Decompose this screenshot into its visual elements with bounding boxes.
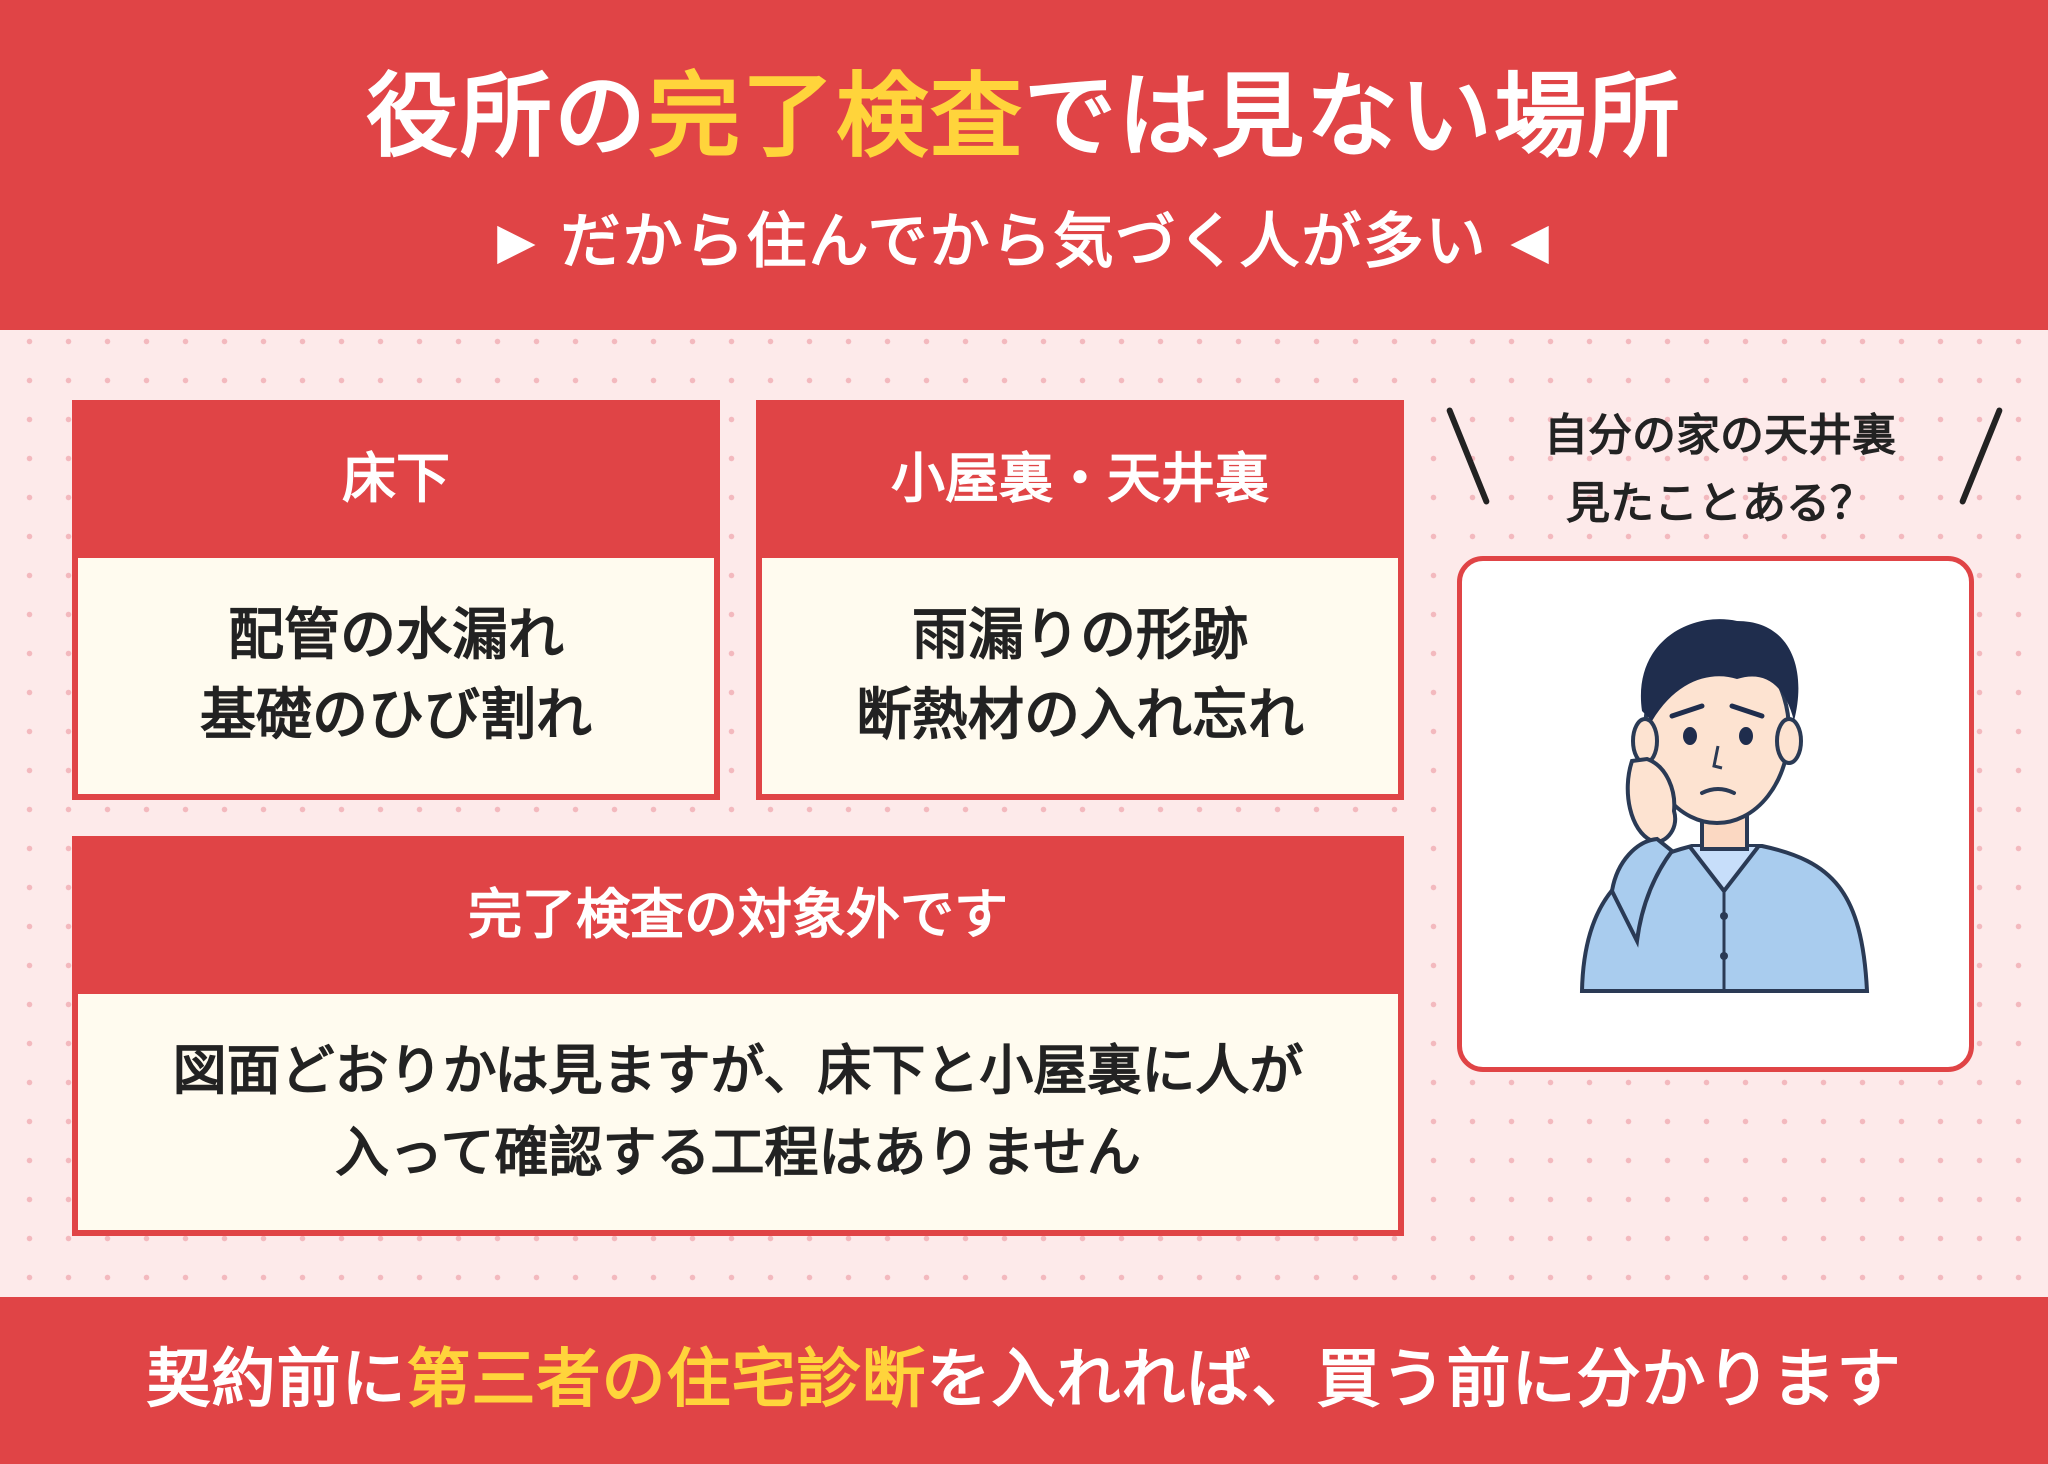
- card-line: 基礎のひび割れ: [200, 683, 592, 748]
- triangle-right-icon: ▶: [497, 212, 538, 270]
- summary-line: 図面どおりかは見ますが、床下と小屋裏に人が: [172, 1039, 1304, 1102]
- subtitle-text: だから住んでから気づく人が多い: [560, 207, 1488, 277]
- header-banner: 役所の完了検査では見ない場所 ▶ だから住んでから気づく人が多い ◀: [0, 0, 2048, 330]
- question-text: 自分の家の天井裏 見たことある？: [1490, 402, 1950, 538]
- hair-shape: [1640, 619, 1799, 721]
- emphasis-slash-right: [1958, 406, 2004, 506]
- card-heading: 小屋裏・天井裏: [891, 447, 1269, 510]
- question-line: 見たことある？: [1566, 478, 1874, 529]
- footer-post: を入れれば、買う前に分かります: [926, 1343, 1902, 1417]
- title-post: では見ない場所: [1024, 63, 1683, 170]
- card-attic: 小屋裏・天井裏 雨漏りの形跡 断熱材の入れ忘れ: [756, 400, 1404, 800]
- card-line: 配管の水漏れ: [228, 603, 564, 668]
- summary-body: 図面どおりかは見ますが、床下と小屋裏に人が 入って確認する工程はありません: [78, 994, 1398, 1230]
- summary-line: 入って確認する工程はありません: [335, 1121, 1141, 1184]
- card-body: 雨漏りの形跡 断熱材の入れ忘れ: [762, 558, 1398, 794]
- footer-banner: 契約前に第三者の住宅診断を入れれば、買う前に分かります: [0, 1297, 2048, 1464]
- card-summary: 完了検査の対象外です 図面どおりかは見ますが、床下と小屋裏に人が 入って確認する…: [72, 836, 1404, 1236]
- title-pre: 役所の: [365, 63, 648, 170]
- card-underfloor: 床下 配管の水漏れ 基礎のひび割れ: [72, 400, 720, 800]
- triangle-left-icon: ◀: [1510, 212, 1551, 270]
- page-title: 役所の完了検査では見ない場所: [0, 62, 2048, 172]
- worried-man-icon: [1579, 619, 1870, 993]
- footer-pre: 契約前に: [146, 1343, 407, 1417]
- card-heading: 床下: [342, 447, 450, 510]
- emphasis-slash-left: [1445, 406, 1491, 506]
- summary-heading: 完了検査の対象外です: [468, 883, 1008, 946]
- card-line: 雨漏りの形跡: [912, 603, 1248, 668]
- illustration-frame: [1457, 556, 1974, 1072]
- card-body: 配管の水漏れ 基礎のひび割れ: [78, 558, 714, 794]
- question-line: 自分の家の天井裏: [1544, 410, 1896, 461]
- title-highlight: 完了検査: [647, 63, 1024, 170]
- hand-shape: [1625, 756, 1678, 844]
- page-subtitle: ▶ だから住んでから気づく人が多い ◀: [0, 204, 2048, 279]
- card-line: 断熱材の入れ忘れ: [856, 683, 1304, 748]
- footer-highlight: 第三者の住宅診断: [406, 1343, 927, 1417]
